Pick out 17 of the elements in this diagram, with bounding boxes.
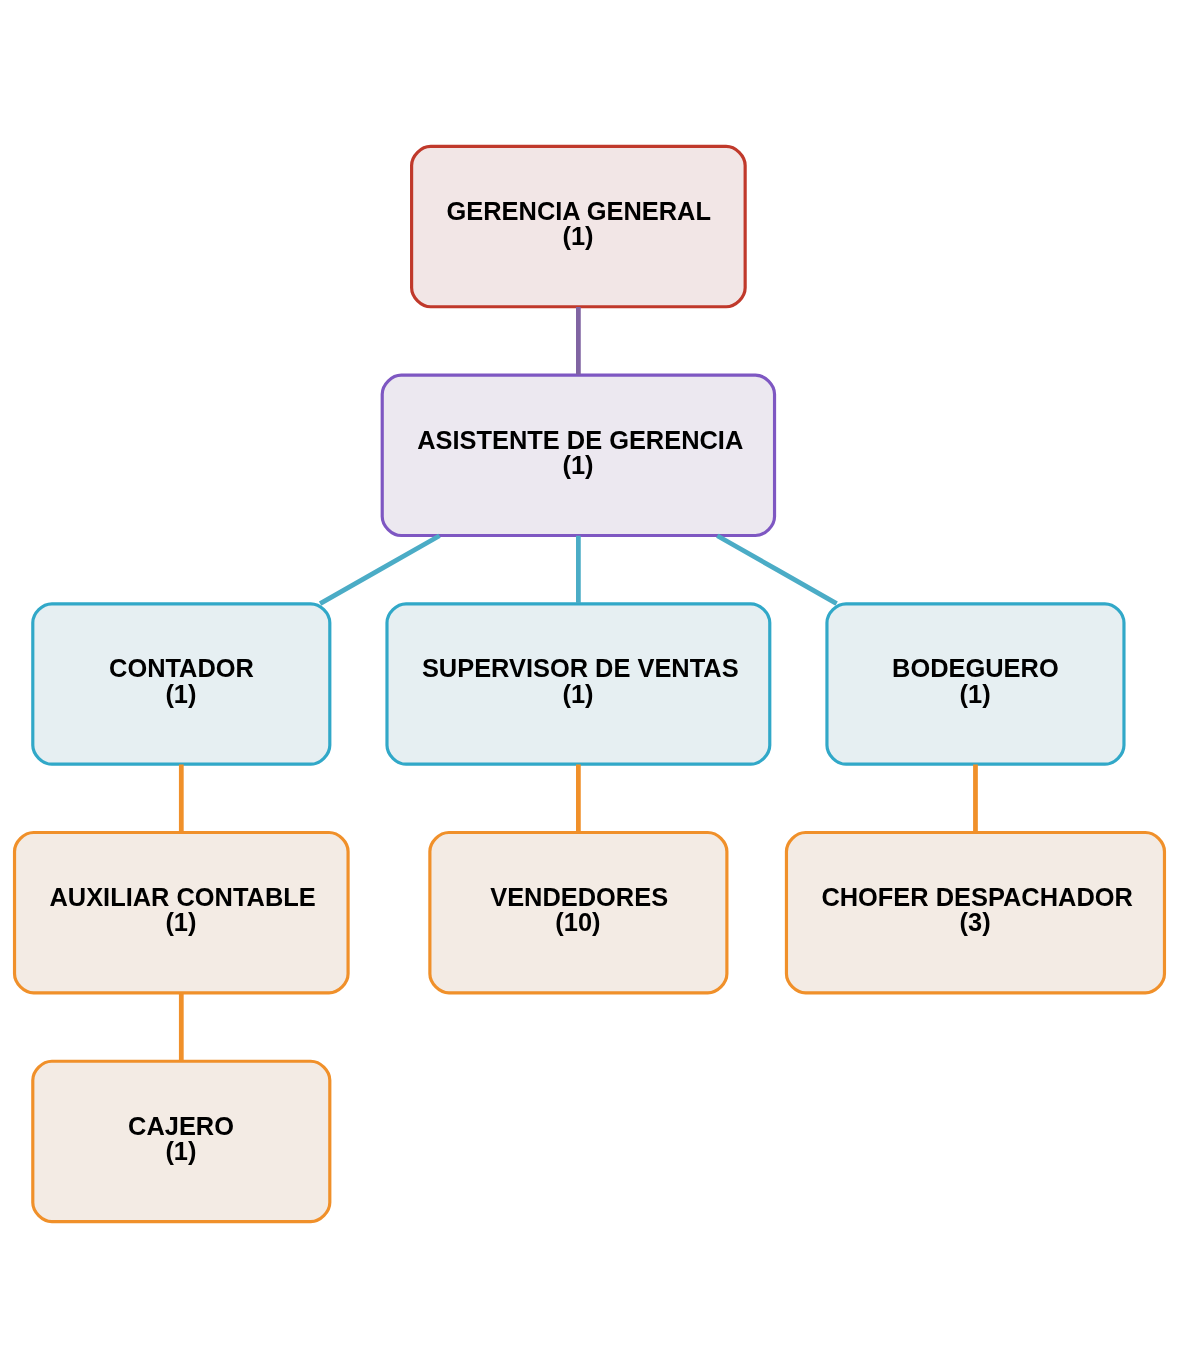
node-box: BODEGUERO (1) — [825, 602, 1126, 766]
connector — [576, 307, 581, 375]
connector — [576, 535, 581, 604]
connector — [973, 764, 978, 832]
connector — [178, 993, 184, 1061]
node-box: ASISTENTE DE GERENCIA (1) — [380, 373, 777, 538]
node-box: CAJERO (1) — [31, 1059, 332, 1224]
connector — [178, 764, 184, 832]
node-box: GERENCIA GENERAL (1) — [410, 144, 747, 309]
node-box: SUPERVISOR DE VENTAS (1) — [385, 602, 772, 766]
node-box: VENDEDORES (10) — [428, 830, 729, 995]
connector — [576, 764, 581, 832]
connector — [716, 533, 838, 606]
node-box: CHOFER DESPACHADOR (3) — [784, 830, 1167, 995]
node-box: CONTADOR (1) — [31, 602, 332, 766]
node-box: AUXILIAR CONTABLE (1) — [12, 830, 350, 995]
connector — [318, 533, 441, 606]
